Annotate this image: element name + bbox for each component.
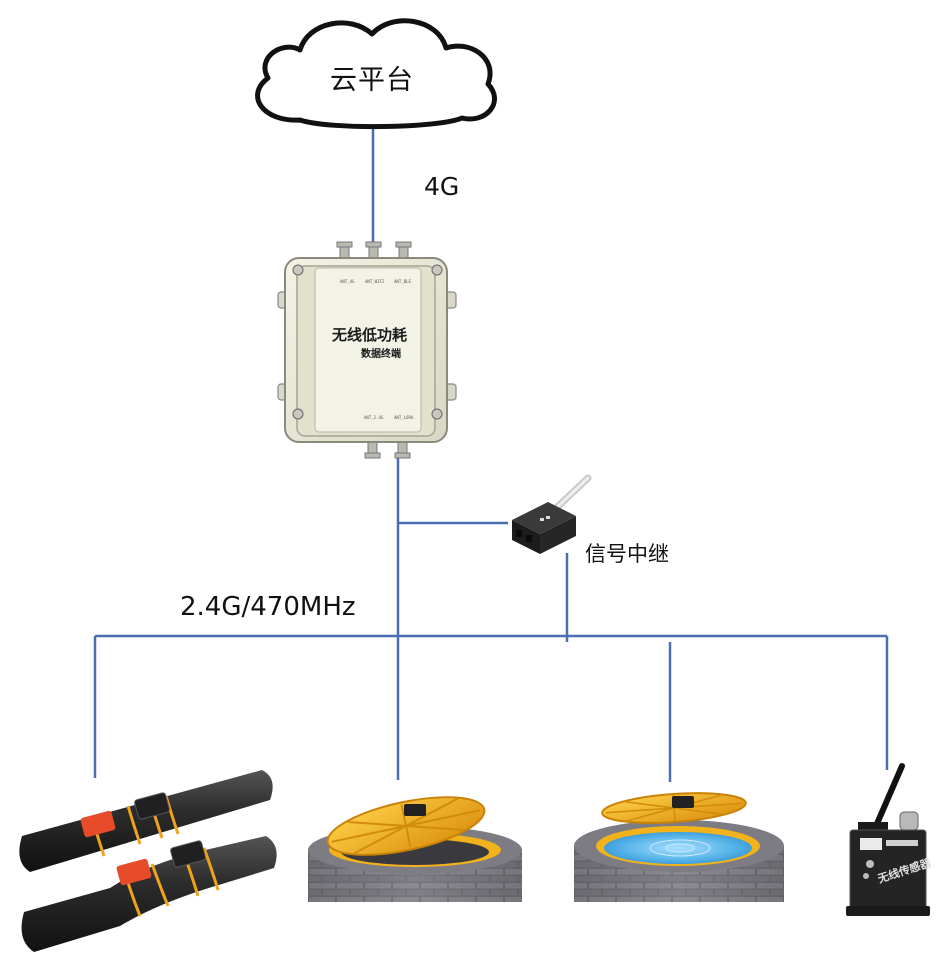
uplink-4g-label: 4G xyxy=(424,172,460,201)
link-lines xyxy=(93,118,889,782)
port-label-24g: ANT_2.4G xyxy=(364,415,384,420)
terminal-subtitle: 数据终端 xyxy=(361,347,401,360)
wireless-sensor-device: 无线传感器 xyxy=(846,763,934,916)
signal-relay-label: 信号中继 xyxy=(585,542,669,566)
downlink-band-label: 2.4G/470MHz xyxy=(180,592,356,622)
cloud-platform-label: 云平台 xyxy=(330,65,414,96)
water-well-device xyxy=(574,792,784,902)
data-terminal-device: ANT_4G ANT_WIFI ANT_BLE ANT_2.4G ANT_LOR… xyxy=(277,241,457,459)
terminal-title: 无线低功耗 xyxy=(331,326,407,344)
port-label-4g: ANT_4G xyxy=(340,279,355,284)
port-label-wifi: ANT_WIFI xyxy=(365,279,385,284)
port-label-lora: ANT_LORA xyxy=(394,415,414,420)
manhole-well-device xyxy=(308,796,522,902)
port-label-ble: ANT_BLE xyxy=(394,279,411,284)
cable-joint-sensors xyxy=(19,770,277,952)
cloud-icon xyxy=(255,18,497,130)
relay-module-device xyxy=(512,474,592,554)
